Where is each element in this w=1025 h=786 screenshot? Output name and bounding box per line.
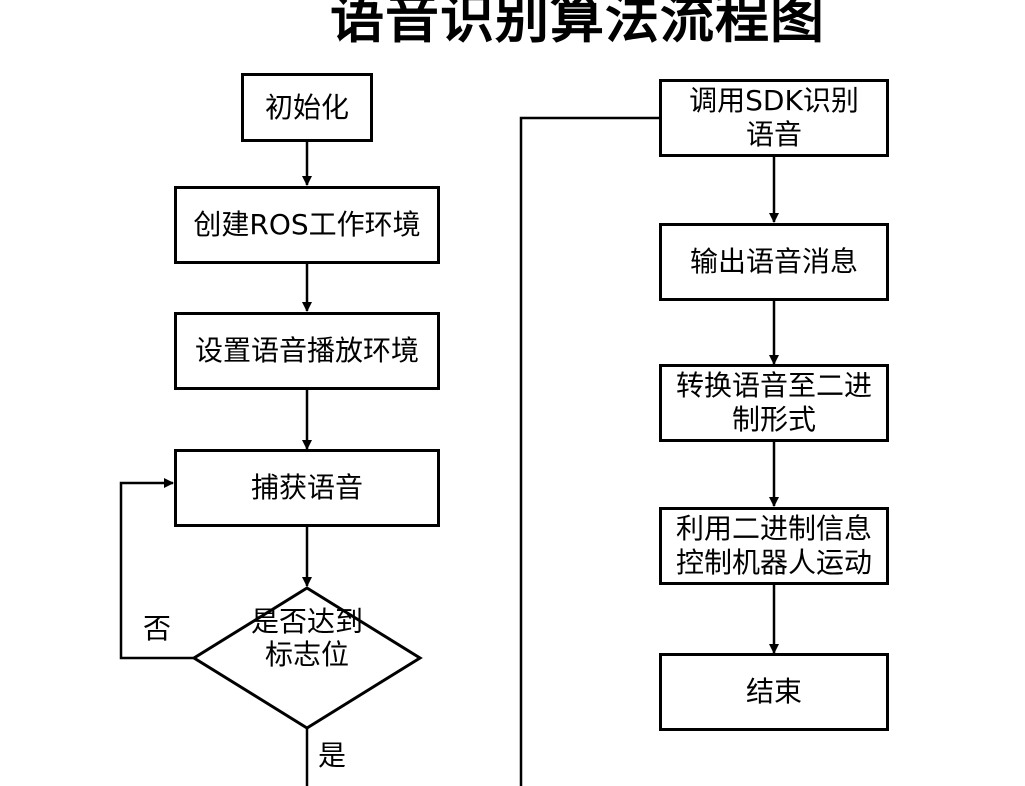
branch-yes-label: 是 [318, 739, 347, 772]
loop-no-branch [119, 478, 194, 660]
step-set-playback: 设置语音播放环境 [174, 312, 440, 390]
step-capture: 捕获语音 [174, 449, 440, 527]
step-end: 结束 [659, 653, 889, 731]
step-to-binary: 转换语音至二进制形式 [659, 364, 889, 442]
decision-label: 是否达到标志位 [250, 605, 363, 671]
step-create-ros: 创建ROS工作环境 [174, 186, 440, 264]
connector-to-sdk [519, 116, 660, 786]
step-sdk-recognize: 调用SDK识别语音 [659, 79, 889, 157]
step-output-msg: 输出语音消息 [659, 223, 889, 301]
branch-no-label: 否 [143, 612, 172, 645]
step-control-robot: 利用二进制信息控制机器人运动 [659, 507, 889, 585]
step-init: 初始化 [241, 73, 373, 142]
diagram-title: 语音识别算法流程图 [330, 0, 825, 50]
